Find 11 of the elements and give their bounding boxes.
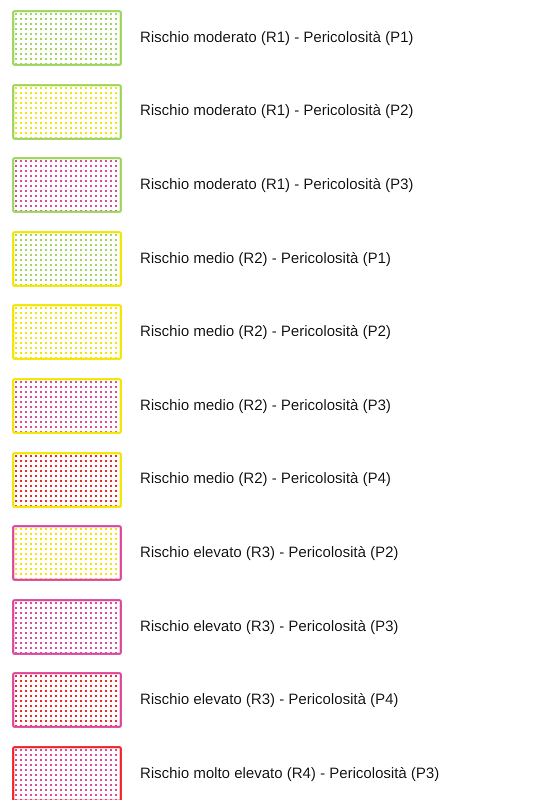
legend-label: Rischio molto elevato (R4) - Pericolosità (P3) [140, 764, 440, 784]
legend-label: Rischio elevato (R3) - Pericolosità (P4) [140, 690, 398, 710]
legend-label: Rischio elevato (R3) - Pericolosità (P2) [140, 542, 398, 563]
legend-label: Rischio moderato (R1) - Pericolosità (P3) [140, 174, 414, 195]
legend-label: Rischio medio (R2) - Pericolosità (P3) [140, 396, 391, 416]
legend-label: Rischio medio (R2) - Pericolosità (P2) [140, 322, 391, 342]
legend-label: Rischio medio (R2) - Pericolosità (P4) [140, 469, 391, 490]
legend-label: Rischio moderato (R1) - Pericolosità (P1) [140, 28, 414, 48]
legend-label: Rischio elevato (R3) - Pericolosità (P3) [140, 616, 398, 637]
legend-label: Rischio moderato (R1) - Pericolosità (P2) [140, 101, 414, 122]
legend-label: Rischio medio (R2) - Pericolosità (P1) [140, 248, 391, 269]
